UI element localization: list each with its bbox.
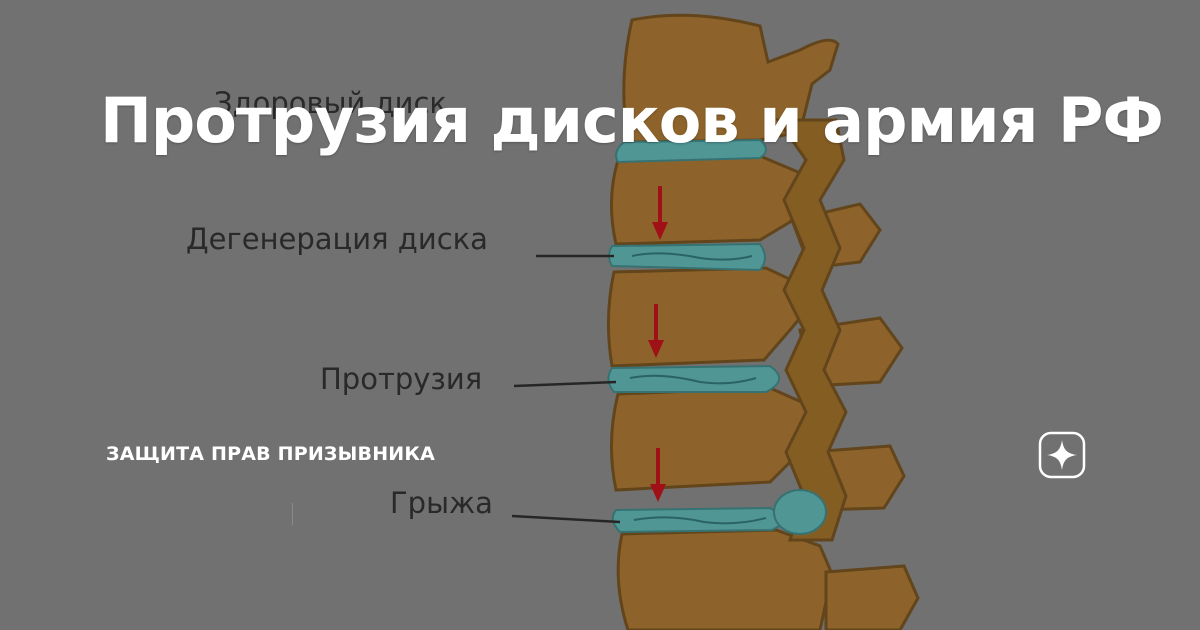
label-degeneration: Дегенерация диска [186, 222, 488, 256]
vertebra-body [622, 13, 840, 144]
channel-name-link[interactable]: ЗАЩИТА ПРАВ ПРИЗЫВНИКА [106, 443, 436, 465]
disc-protrusion [607, 364, 780, 393]
divider-mark [292, 503, 293, 525]
vertebra-body [610, 386, 820, 492]
label-healthy-disc: Здоровый диск [214, 86, 447, 120]
label-protrusion: Протрузия [320, 362, 483, 396]
vertebra-body [610, 154, 810, 246]
pointer-line-hernia [511, 514, 621, 524]
compression-arrow [650, 484, 666, 502]
compression-arrow [652, 222, 668, 240]
vertebra-body [606, 266, 812, 368]
compression-arrow [648, 340, 664, 358]
sparkle-star-icon[interactable] [1038, 431, 1086, 479]
vertebra-body [616, 528, 834, 630]
disc-degenerated [608, 242, 766, 272]
article-title[interactable]: Протрузия дисков и армия РФ [100, 84, 1164, 157]
disc-healthy [615, 138, 767, 164]
label-hernia: Грыжа [390, 486, 493, 520]
pointer-line-protrusion [513, 380, 617, 388]
spinal-column-back [775, 118, 848, 542]
vertebra-process [824, 564, 920, 630]
hernia-bulge [773, 489, 827, 535]
